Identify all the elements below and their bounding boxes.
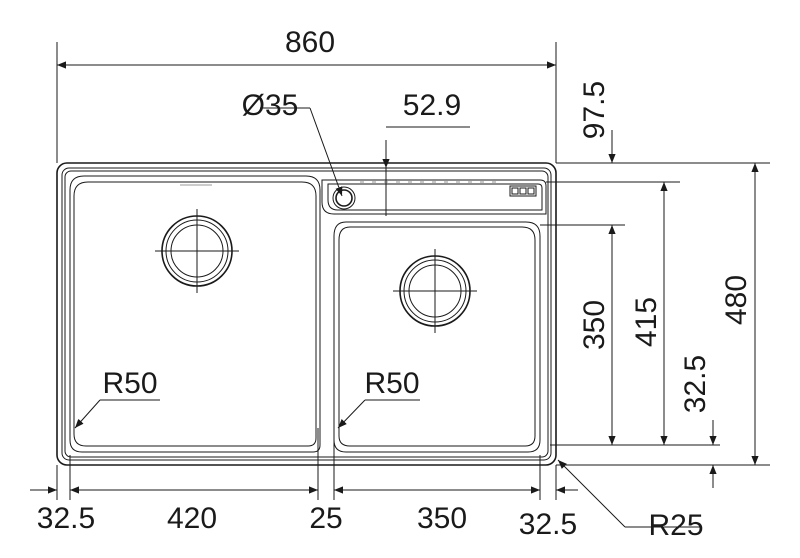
label-inner-depth: 415 <box>630 297 663 347</box>
label-left-bowl-radius: R50 <box>102 367 157 400</box>
right-bowl <box>333 221 541 453</box>
left-bowl <box>69 175 321 453</box>
right-drain <box>393 249 477 333</box>
extension-lines <box>56 42 770 500</box>
label-total-width: 860 <box>285 26 335 59</box>
inner-rim-1 <box>61 167 552 461</box>
faucet-deck <box>180 179 547 215</box>
faucet-hole <box>335 189 353 207</box>
label-divider: 25 <box>309 502 342 535</box>
control-panel <box>509 185 537 197</box>
inner-rim-2 <box>64 170 549 458</box>
label-right-rim: 32.5 <box>519 508 577 541</box>
label-total-depth: 480 <box>720 275 753 325</box>
label-faucet-hole: Ø35 <box>242 89 299 122</box>
sink-outline <box>56 162 557 466</box>
label-bottom-rim: 32.5 <box>679 355 712 413</box>
label-bowl-depth: 350 <box>578 300 611 350</box>
deck-markings <box>180 181 496 186</box>
label-left-rim: 32.5 <box>37 502 95 535</box>
faucet-hole-ring <box>332 186 356 210</box>
label-right-bowl-radius: R50 <box>364 367 419 400</box>
label-faucet-offset: 52.9 <box>403 89 461 122</box>
label-right-bowl: 350 <box>417 502 467 535</box>
label-top-offset: 97.5 <box>578 81 611 139</box>
dimension-lines <box>30 61 759 528</box>
left-drain <box>155 209 239 293</box>
outer-rim <box>56 162 557 466</box>
label-corner-radius: R25 <box>648 509 703 542</box>
label-left-bowl: 420 <box>167 502 217 535</box>
dimension-labels: 860 Ø35 52.9 97.5 350 415 480 32.5 32.5 … <box>37 26 753 542</box>
